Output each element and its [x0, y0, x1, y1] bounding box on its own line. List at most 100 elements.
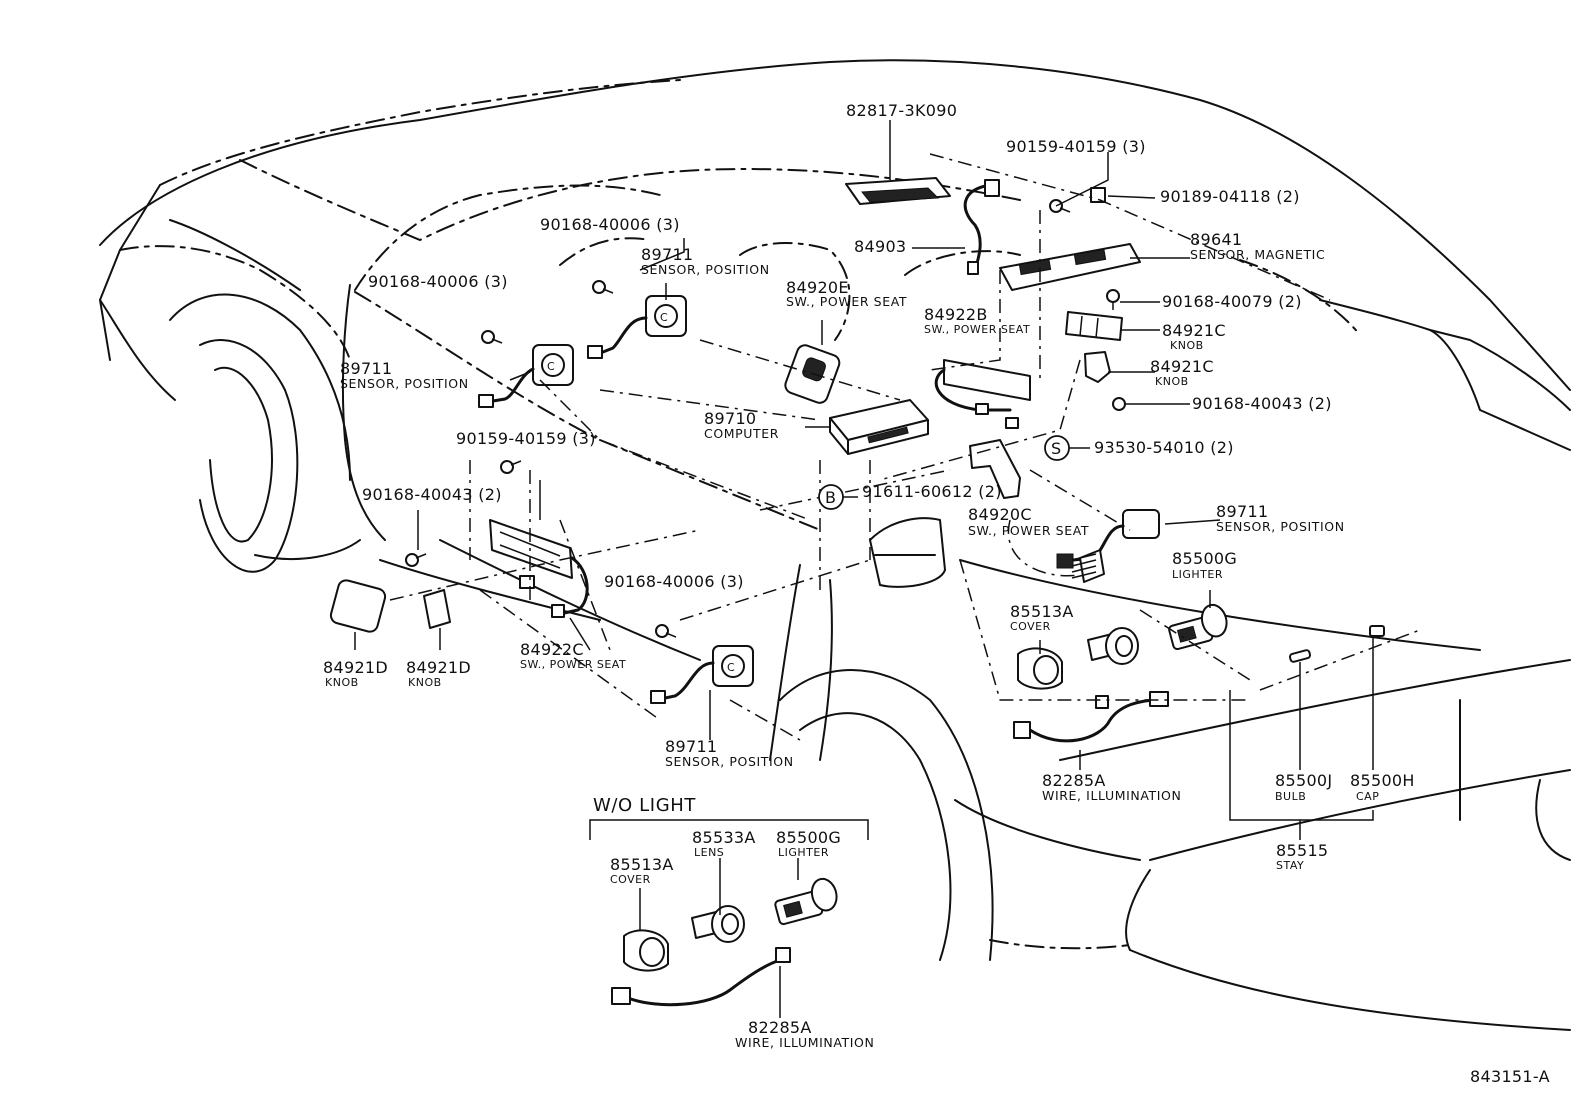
svg-text:B: B [825, 488, 836, 507]
label-89641-name: SENSOR, MAGNETIC [1190, 247, 1325, 262]
label-85500H: 85500H [1350, 771, 1415, 790]
label-84921D-left: 84921D [323, 658, 388, 677]
assembly-lines [389, 153, 1421, 741]
cover-icon [1017, 647, 1063, 690]
inset-without-light: W/O LIGHT 85513A COVER 85533A LENS 85500… [589, 795, 874, 1050]
connector-icon [984, 179, 1000, 197]
label-82285A-inset: 82285A [748, 1018, 812, 1037]
svg-text:S: S [1051, 439, 1061, 458]
knob-icon [329, 579, 387, 633]
cover-icon [623, 929, 669, 972]
label-85500H-name: CAP [1356, 790, 1379, 803]
vehicle-body-outline [99, 59, 1571, 1031]
label-85515: 85515 [1276, 841, 1328, 860]
label-84922B-name: SW., POWER SEAT [924, 323, 1030, 336]
label-85513A-name: COVER [1010, 620, 1051, 633]
label-90159-40159: 90159-40159 (3) [1006, 137, 1146, 156]
label-90168-40043-right: 90168-40043 (2) [1192, 394, 1332, 413]
label-89710-name: COMPUTER [704, 426, 779, 441]
label-82285A-inset-name: WIRE, ILLUMINATION [735, 1035, 874, 1050]
label-89711-bottom: 89711 [665, 737, 717, 756]
svg-text:C: C [660, 311, 668, 324]
magnetic-sensor-icon [999, 243, 1141, 291]
label-89710: 89710 [704, 409, 756, 428]
label-84903: 84903 [854, 237, 906, 256]
label-90168-40043-left: 90168-40043 (2) [362, 485, 502, 504]
label-84920E: 84920E [786, 278, 849, 297]
illumination-wire-icon [1013, 691, 1169, 743]
label-84921C-mid-name: KNOB [1155, 375, 1189, 388]
cigarette-lighter-icon [1168, 603, 1228, 651]
position-sensor-icon: C [478, 344, 574, 408]
panel-part-icon [845, 177, 951, 205]
label-90168-40006-bottom: 90168-40006 (3) [604, 572, 744, 591]
power-seat-switch-bar-icon [934, 359, 1031, 429]
connector-icon [967, 261, 979, 275]
marker-b: B [818, 484, 844, 510]
label-85515-name: STAY [1276, 859, 1304, 872]
label-85533A-name: LENS [694, 846, 724, 859]
label-84921C-top-name: KNOB [1170, 339, 1204, 352]
label-90168-40006-left: 90168-40006 (3) [368, 272, 508, 291]
label-82285A: 82285A [1042, 771, 1106, 790]
label-89641: 89641 [1190, 230, 1242, 249]
lighter-socket-icon [1087, 627, 1139, 665]
label-84922B: 84922B [924, 305, 988, 324]
label-90159-40159-left: 90159-40159 (3) [456, 429, 596, 448]
label-84921D-left-name: KNOB [325, 676, 359, 689]
label-84921C-mid: 84921C [1150, 357, 1214, 376]
label-85513A: 85513A [1010, 602, 1074, 621]
label-84920E-name: SW., POWER SEAT [786, 294, 907, 309]
position-sensor-icon: C [650, 645, 754, 704]
inset-title: W/O LIGHT [593, 795, 696, 816]
power-seat-switch-icon [1071, 549, 1105, 583]
svg-text:C: C [727, 661, 735, 674]
bolt-icons [405, 187, 1135, 638]
label-85500G-name: LIGHTER [1172, 568, 1223, 581]
leader-lines [354, 120, 1374, 840]
label-84921C-top: 84921C [1162, 321, 1226, 340]
label-90168-40006-top: 90168-40006 (3) [540, 215, 680, 234]
label-85500G: 85500G [1172, 549, 1237, 568]
part-drawings: C C C [329, 177, 1385, 743]
knob-icon [423, 589, 451, 629]
label-85500J-name: BULB [1275, 790, 1306, 803]
label-85533A: 85533A [692, 828, 756, 847]
label-84920C: 84920C [968, 505, 1032, 524]
power-seat-switch-bar-icon [489, 519, 589, 618]
diagram-id: 843151-A [1470, 1067, 1550, 1086]
illumination-wire-icon [611, 947, 791, 1007]
label-82285A-name: WIRE, ILLUMINATION [1042, 788, 1181, 803]
label-90189-04118: 90189-04118 (2) [1160, 187, 1300, 206]
label-89711-top-name: SENSOR, POSITION [641, 262, 770, 277]
computer-module-icon [829, 399, 929, 455]
svg-text:C: C [547, 360, 555, 373]
knob-icon [1084, 351, 1111, 383]
position-sensor-icon: C [587, 295, 687, 359]
label-84922C-name: SW., POWER SEAT [520, 658, 626, 671]
label-84921D-right-name: KNOB [408, 676, 442, 689]
label-89711-left: 89711 [340, 359, 392, 378]
label-89711-left-name: SENSOR, POSITION [340, 376, 469, 391]
part-labels: 82817-3K090 90159-40159 (3) 90189-04118 … [323, 101, 1415, 872]
label-89711-right-name: SENSOR, POSITION [1216, 519, 1345, 534]
harness-84903-icon [963, 183, 992, 272]
reference-markers: S B [818, 435, 1070, 510]
bulb-icon [1288, 649, 1312, 663]
label-89711-bottom-name: SENSOR, POSITION [665, 754, 794, 769]
label-85500G-inset: 85500G [776, 828, 841, 847]
lens-icon [691, 905, 745, 943]
cigarette-lighter-icon [774, 877, 838, 926]
cap-icon [1369, 625, 1385, 637]
label-84922C: 84922C [520, 640, 584, 659]
label-89711-top: 89711 [641, 245, 693, 264]
label-85513A-inset-name: COVER [610, 873, 651, 886]
label-82817-3K090: 82817-3K090 [846, 101, 957, 120]
bracket-icon [969, 439, 1021, 499]
label-84921D-right: 84921D [406, 658, 471, 677]
label-89711-right: 89711 [1216, 502, 1268, 521]
label-91611-60612: 91611-60612 (2) [862, 482, 1002, 501]
knob-icon [1065, 311, 1123, 341]
label-90168-40079: 90168-40079 (2) [1162, 292, 1302, 311]
